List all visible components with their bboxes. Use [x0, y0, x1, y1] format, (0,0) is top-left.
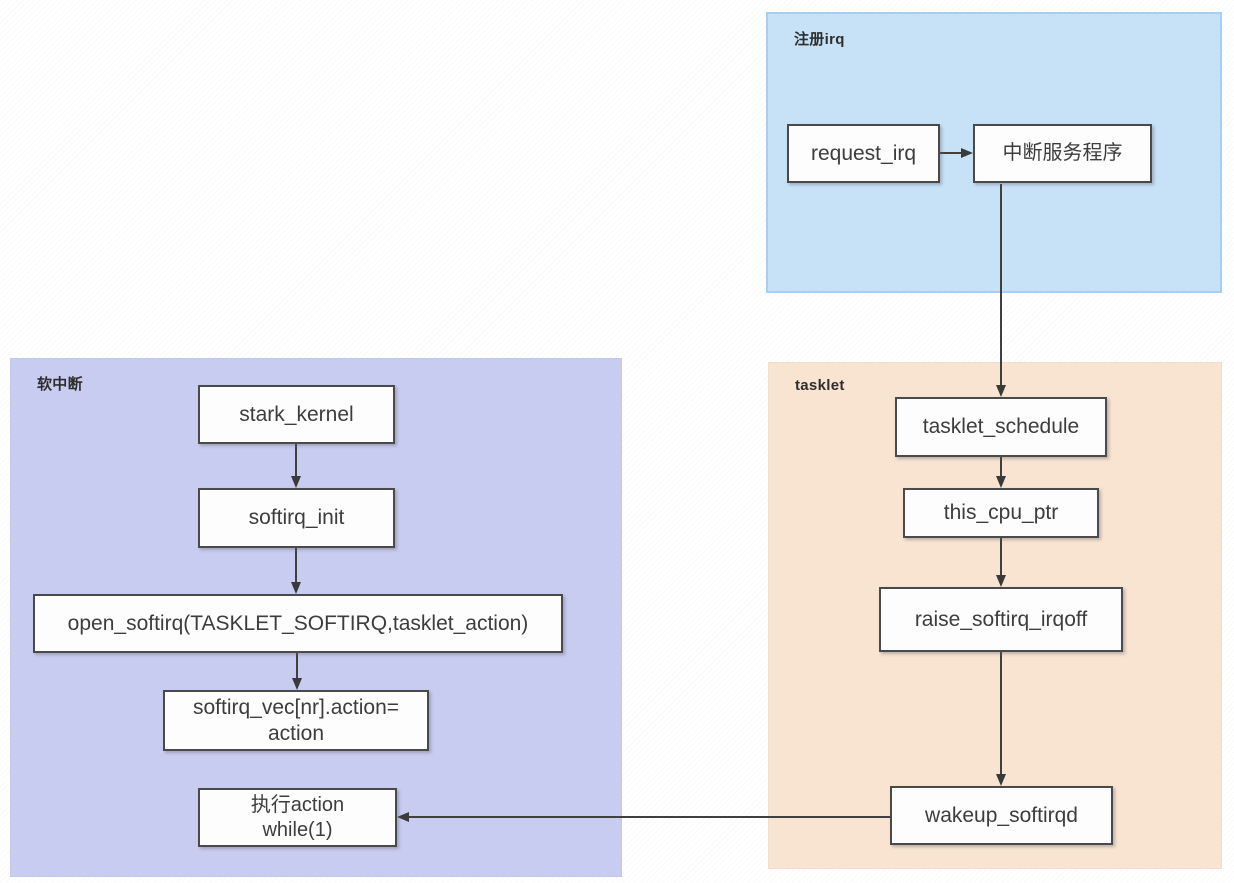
node-exec-action-line1: 执行action	[250, 794, 345, 817]
node-this-cpu-ptr-label: this_cpu_ptr	[943, 501, 1059, 525]
region-softirq-label: 软中断	[37, 376, 83, 393]
node-stark-kernel-label: stark_kernel	[239, 402, 354, 426]
node-tasklet-schedule-label: tasklet_schedule	[922, 415, 1080, 439]
region-tasklet-label: tasklet	[795, 377, 845, 394]
node-raise-softirq-label: raise_softirq_irqoff	[914, 607, 1088, 631]
node-exec-action-line2: while(1)	[262, 818, 333, 841]
node-open-softirq-label: open_softirq(TASKLET_SOFTIRQ,tasklet_act…	[67, 611, 529, 635]
node-wakeup-softirqd: wakeup_softirqd	[890, 786, 1113, 845]
node-stark-kernel: stark_kernel	[198, 385, 395, 444]
node-this-cpu-ptr: this_cpu_ptr	[903, 488, 1099, 538]
node-wakeup-softirqd-label: wakeup_softirqd	[925, 803, 1078, 827]
node-raise-softirq-irqoff: raise_softirq_irqoff	[879, 587, 1123, 652]
node-tasklet-schedule: tasklet_schedule	[895, 397, 1107, 457]
region-register-irq-label: 注册irq	[794, 31, 845, 48]
node-exec-action-while: 执行action while(1)	[198, 788, 397, 847]
node-softirq-init: softirq_init	[198, 488, 395, 548]
node-open-softirq: open_softirq(TASKLET_SOFTIRQ,tasklet_act…	[33, 594, 563, 653]
node-softirq-vec-line1: softirq_vec[nr].action=	[192, 695, 400, 719]
node-softirq-vec-action: softirq_vec[nr].action= action	[163, 690, 429, 751]
node-request-irq-label: request_irq	[810, 141, 917, 165]
node-interrupt-service-routine: 中断服务程序	[973, 124, 1152, 183]
node-softirq-init-label: softirq_init	[248, 506, 345, 530]
node-request-irq: request_irq	[787, 124, 940, 183]
node-softirq-vec-line2: action	[267, 721, 325, 745]
node-isr-label: 中断服务程序	[1002, 142, 1123, 165]
